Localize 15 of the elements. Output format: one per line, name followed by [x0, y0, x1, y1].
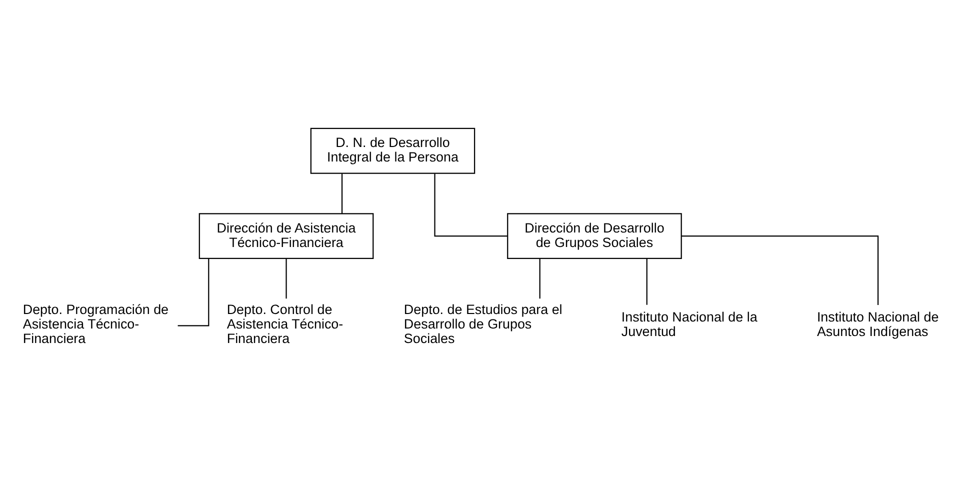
node-text: Depto. de Estudios para el Desarrollo de Grupos Sociales [404, 302, 562, 346]
connector [681, 235, 879, 304]
node-text: Depto. Programación de Asistencia Técnico-Financiera [22, 302, 169, 346]
node-text: Depto. Control de Asistencia Técnico-Financiera [226, 302, 344, 346]
node-text: Instituto Nacional de Asuntos Indígenas [816, 308, 939, 338]
node-box: Dirección de Desarrollo de Grupos Sociales [507, 212, 682, 259]
connector [434, 173, 508, 236]
connector [341, 173, 343, 213]
node-box: D. N. de Desarrollo Integral de la Persona [310, 127, 476, 174]
node-text: Instituto Nacional de la Juventud [621, 308, 758, 338]
connector [178, 258, 210, 326]
connector [286, 258, 287, 298]
node-box: Dirección de Asistencia Técnico-Financiera [198, 212, 374, 259]
connector [539, 258, 540, 298]
connector [646, 258, 648, 304]
